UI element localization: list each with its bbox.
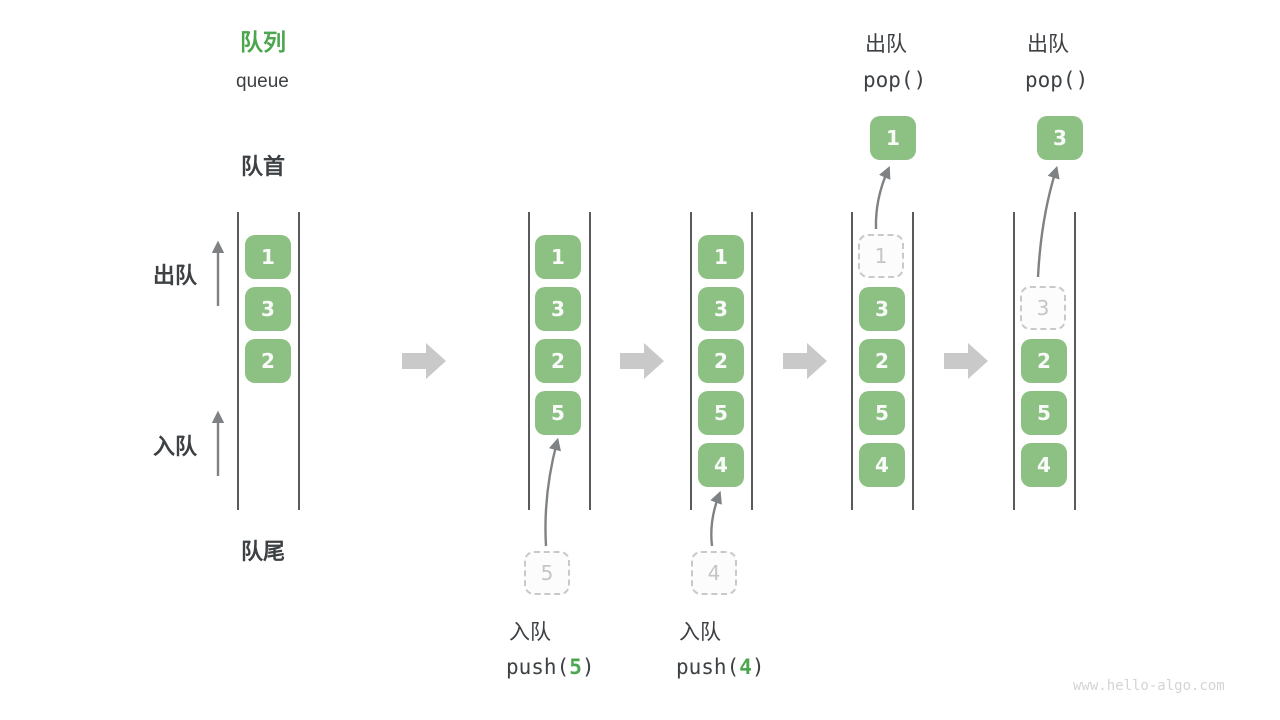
code-push-5: push(5) bbox=[506, 657, 595, 678]
queue-box: 2 bbox=[698, 339, 744, 383]
code-push-4: push(4) bbox=[676, 657, 765, 678]
removed-element-ghost: 3 bbox=[1020, 286, 1066, 330]
queue-box: 4 bbox=[859, 443, 905, 487]
queue-box: 5 bbox=[1021, 391, 1067, 435]
popped-element-box: 3 bbox=[1037, 116, 1083, 160]
label-queue-rear: 队尾 bbox=[241, 539, 286, 564]
state-transition-arrow-3 bbox=[783, 343, 827, 379]
removed-element-ghost: 1 bbox=[858, 234, 904, 278]
queue-box: 4 bbox=[1021, 443, 1067, 487]
push5-arrow bbox=[544, 437, 561, 547]
queue-box: 5 bbox=[859, 391, 905, 435]
label-enqueue-side: 入队 bbox=[153, 434, 198, 459]
pop3-arrow bbox=[1036, 165, 1060, 278]
push4-arrow bbox=[710, 490, 722, 547]
queue-box: 2 bbox=[859, 339, 905, 383]
queue-rail-right-state5 bbox=[1074, 212, 1076, 510]
state-transition-arrow-2 bbox=[620, 343, 664, 379]
code-push-4-fn: push( bbox=[676, 655, 740, 679]
state-transition-arrow-1 bbox=[402, 343, 446, 379]
queue-rail-right-state1 bbox=[298, 212, 300, 510]
queue-box: 3 bbox=[698, 287, 744, 331]
label-enqueue-op-1: 入队 bbox=[509, 621, 551, 644]
queue-box: 3 bbox=[535, 287, 581, 331]
incoming-element-ghost: 5 bbox=[524, 551, 570, 595]
code-pop-2: pop() bbox=[1025, 68, 1089, 92]
queue-rail-right-state3 bbox=[751, 212, 753, 510]
code-pop-1: pop() bbox=[863, 68, 927, 92]
popped-element-box: 1 bbox=[870, 116, 916, 160]
label-enqueue-op-2: 入队 bbox=[679, 621, 721, 644]
queue-box: 2 bbox=[1021, 339, 1067, 383]
label-queue-front: 队首 bbox=[241, 154, 286, 179]
label-dequeue-op-2: 出队 bbox=[1027, 33, 1069, 56]
queue-box: 5 bbox=[535, 391, 581, 435]
diagram-title-zh: 队列 bbox=[240, 29, 286, 55]
label-dequeue-op-1: 出队 bbox=[865, 33, 907, 56]
watermark: www.hello-algo.com bbox=[1073, 678, 1225, 694]
code-push-4-close: ) bbox=[751, 655, 765, 679]
code-push-5-fn: push( bbox=[506, 655, 570, 679]
queue-rail-left-state3 bbox=[690, 212, 692, 510]
incoming-element-ghost: 4 bbox=[691, 551, 737, 595]
queue-box: 2 bbox=[535, 339, 581, 383]
queue-rail-left-state2 bbox=[528, 212, 530, 510]
queue-box: 1 bbox=[245, 235, 291, 279]
code-push-4-arg: 4 bbox=[739, 655, 752, 679]
queue-box: 1 bbox=[698, 235, 744, 279]
queue-box: 3 bbox=[859, 287, 905, 331]
code-push-5-close: ) bbox=[581, 655, 595, 679]
queue-rail-left-state1 bbox=[237, 212, 239, 510]
queue-rail-left-state5 bbox=[1013, 212, 1015, 510]
queue-rail-left-state4 bbox=[851, 212, 853, 510]
label-dequeue-side: 出队 bbox=[153, 263, 198, 288]
queue-rail-right-state4 bbox=[912, 212, 914, 510]
queue-rail-right-state2 bbox=[589, 212, 591, 510]
pop1-arrow bbox=[874, 166, 891, 230]
queue-box: 1 bbox=[535, 235, 581, 279]
queue-box: 4 bbox=[698, 443, 744, 487]
state-transition-arrow-4 bbox=[944, 343, 988, 379]
queue-box: 2 bbox=[245, 339, 291, 383]
queue-box: 5 bbox=[698, 391, 744, 435]
code-push-5-arg: 5 bbox=[569, 655, 582, 679]
queue-box: 3 bbox=[245, 287, 291, 331]
diagram-title-en: queue bbox=[236, 71, 289, 92]
